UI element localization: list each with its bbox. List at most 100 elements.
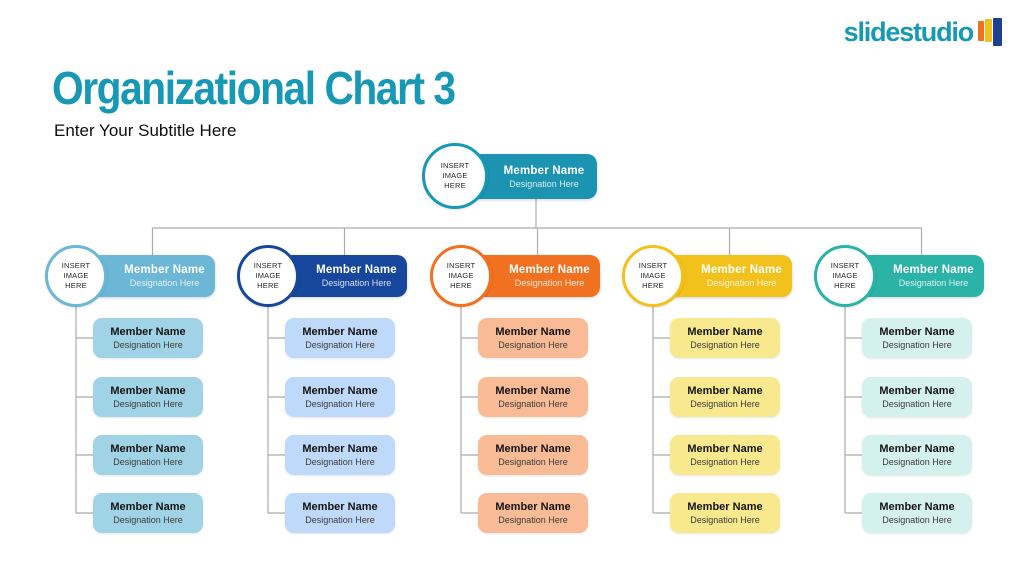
branch-2-member-4[interactable]: Member Name Designation Here (285, 493, 395, 533)
member-name: Member Name (687, 326, 763, 338)
member-designation: Designation Here (305, 340, 375, 350)
branch-4-member-1[interactable]: Member Name Designation Here (670, 318, 780, 358)
page-title: Organizational Chart 3 (52, 62, 456, 114)
member-designation: Designation Here (305, 515, 375, 525)
member-designation: Designation Here (898, 278, 969, 288)
member-designation: Designation Here (882, 399, 952, 409)
logo: slidestudio (844, 16, 1002, 46)
branch-3-member-3[interactable]: Member Name Designation Here (478, 435, 588, 475)
member-designation: Designation Here (690, 515, 760, 525)
member-name: Member Name (687, 385, 763, 397)
member-designation: Designation Here (509, 178, 579, 189)
member-designation: Designation Here (113, 515, 183, 525)
org-branch-1: Member Name Designation Here INSERT IMAG… (0, 245, 215, 545)
branch-3-member-2[interactable]: Member Name Designation Here (478, 377, 588, 417)
member-designation: Designation Here (690, 457, 760, 467)
branch-5-member-1[interactable]: Member Name Designation Here (862, 318, 972, 358)
member-name: Member Name (879, 326, 955, 338)
member-name: Member Name (495, 326, 571, 338)
member-designation: Designation Here (129, 278, 200, 288)
member-name: Member Name (893, 264, 974, 276)
member-designation: Designation Here (690, 340, 760, 350)
branch-4-member-3[interactable]: Member Name Designation Here (670, 435, 780, 475)
branch-3-image-placeholder[interactable]: INSERT IMAGE HERE (430, 245, 492, 307)
branch-1-member-1[interactable]: Member Name Designation Here (93, 318, 203, 358)
member-name: Member Name (110, 501, 186, 513)
member-name: Member Name (302, 443, 378, 455)
image-placeholder-text: INSERT IMAGE HERE (638, 260, 668, 291)
image-placeholder-text: INSERT IMAGE HERE (440, 160, 470, 191)
image-placeholder-text: INSERT IMAGE HERE (253, 260, 283, 291)
branch-3-member-1[interactable]: Member Name Designation Here (478, 318, 588, 358)
logo-text: slidestudio (843, 17, 975, 47)
branch-1-member-2[interactable]: Member Name Designation Here (93, 377, 203, 417)
member-name: Member Name (879, 443, 955, 455)
member-name: Member Name (687, 501, 763, 513)
member-designation: Designation Here (498, 515, 568, 525)
member-designation: Designation Here (706, 278, 777, 288)
member-name: Member Name (503, 164, 585, 177)
member-designation: Designation Here (305, 457, 375, 467)
member-name: Member Name (495, 385, 571, 397)
member-name: Member Name (879, 385, 955, 397)
member-designation: Designation Here (113, 340, 183, 350)
branch-4-member-2[interactable]: Member Name Designation Here (670, 377, 780, 417)
member-name: Member Name (701, 264, 782, 276)
branch-2-image-placeholder[interactable]: INSERT IMAGE HERE (237, 245, 299, 307)
member-name: Member Name (687, 443, 763, 455)
org-branch-4: Member Name Designation Here INSERT IMAG… (577, 245, 792, 545)
branch-1-member-3[interactable]: Member Name Designation Here (93, 435, 203, 475)
branch-4-head[interactable]: Member Name Designation Here (667, 255, 792, 297)
member-designation: Designation Here (514, 278, 585, 288)
root-node[interactable]: Member Name Designation Here (467, 154, 597, 199)
org-branch-3: Member Name Designation Here INSERT IMAG… (385, 245, 600, 545)
image-placeholder-text: INSERT IMAGE HERE (446, 260, 476, 291)
branch-5-member-2[interactable]: Member Name Designation Here (862, 377, 972, 417)
branch-1-image-placeholder[interactable]: INSERT IMAGE HERE (45, 245, 107, 307)
member-name: Member Name (495, 501, 571, 513)
branch-1-member-4[interactable]: Member Name Designation Here (93, 493, 203, 533)
logo-bar-orange (978, 21, 984, 41)
branch-5-image-placeholder[interactable]: INSERT IMAGE HERE (814, 245, 876, 307)
branch-5-member-3[interactable]: Member Name Designation Here (862, 435, 972, 475)
image-placeholder-text: INSERT IMAGE HERE (61, 260, 91, 291)
image-placeholder-text: INSERT IMAGE HERE (830, 260, 860, 291)
branch-3-member-4[interactable]: Member Name Designation Here (478, 493, 588, 533)
member-designation: Designation Here (498, 399, 568, 409)
member-name: Member Name (302, 385, 378, 397)
logo-bar-yellow (985, 19, 992, 42)
branch-5-member-4[interactable]: Member Name Designation Here (862, 493, 972, 533)
member-name: Member Name (124, 264, 205, 276)
member-designation: Designation Here (113, 399, 183, 409)
org-branch-2: Member Name Designation Here INSERT IMAG… (192, 245, 407, 545)
brand-bars-icon (978, 16, 1002, 46)
branch-5-head[interactable]: Member Name Designation Here (859, 255, 984, 297)
member-designation: Designation Here (882, 457, 952, 467)
member-designation: Designation Here (498, 340, 568, 350)
org-branch-5: Member Name Designation Here INSERT IMAG… (769, 245, 984, 545)
logo-bar-navy (993, 18, 1002, 46)
member-name: Member Name (302, 501, 378, 513)
member-name: Member Name (879, 501, 955, 513)
root-image-placeholder[interactable]: INSERT IMAGE HERE (422, 143, 488, 209)
branch-2-member-1[interactable]: Member Name Designation Here (285, 318, 395, 358)
member-designation: Designation Here (498, 457, 568, 467)
branch-3-head[interactable]: Member Name Designation Here (475, 255, 600, 297)
branch-2-member-2[interactable]: Member Name Designation Here (285, 377, 395, 417)
member-name: Member Name (302, 326, 378, 338)
branch-2-member-3[interactable]: Member Name Designation Here (285, 435, 395, 475)
member-designation: Designation Here (113, 457, 183, 467)
member-name: Member Name (316, 264, 397, 276)
member-name: Member Name (110, 326, 186, 338)
branch-4-member-4[interactable]: Member Name Designation Here (670, 493, 780, 533)
member-designation: Designation Here (882, 515, 952, 525)
branch-2-head[interactable]: Member Name Designation Here (282, 255, 407, 297)
branch-1-head[interactable]: Member Name Designation Here (90, 255, 215, 297)
member-name: Member Name (509, 264, 590, 276)
member-designation: Designation Here (305, 399, 375, 409)
member-designation: Designation Here (690, 399, 760, 409)
subtitle-placeholder[interactable]: Enter Your Subtitle Here (54, 121, 237, 140)
branch-4-image-placeholder[interactable]: INSERT IMAGE HERE (622, 245, 684, 307)
